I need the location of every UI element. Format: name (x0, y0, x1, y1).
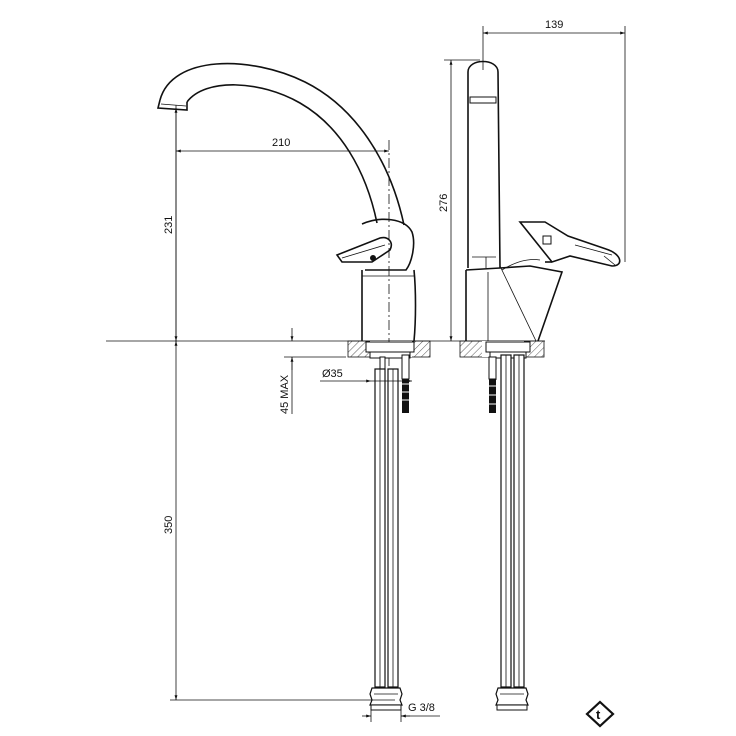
side-hoses (485, 341, 531, 711)
hose-nut-side (495, 687, 529, 706)
logo-letter: t (596, 707, 601, 722)
spout-inner (186, 84, 378, 224)
dimension-lines (170, 26, 626, 722)
dim-counter-thickness: 45 MAX (279, 374, 291, 414)
dim-spout-reach: 210 (272, 137, 290, 149)
threaded-stud (402, 379, 409, 413)
spout-outer (159, 62, 405, 226)
dim-hose-length: 350 (163, 516, 175, 534)
threaded-stud-side (489, 379, 496, 413)
front-hoses (365, 341, 415, 711)
mixer-body (361, 269, 417, 342)
mixer-head (361, 218, 415, 271)
side-spout (467, 60, 501, 269)
hose-nut-front (369, 687, 403, 706)
side-body (465, 265, 564, 342)
dim-side-width: 139 (545, 19, 563, 31)
dim-spout-height: 231 (163, 216, 175, 234)
brand-logo-icon: t (585, 700, 615, 728)
dim-hole-diameter: Ø35 (322, 368, 343, 380)
faucet-front-view (156, 62, 417, 700)
dim-thread: G 3/8 (408, 702, 435, 714)
countertop (106, 340, 545, 358)
side-lever (518, 221, 621, 267)
dim-side-height: 276 (438, 194, 450, 212)
lever-handle (335, 236, 393, 263)
faucet-side-view (465, 60, 621, 380)
